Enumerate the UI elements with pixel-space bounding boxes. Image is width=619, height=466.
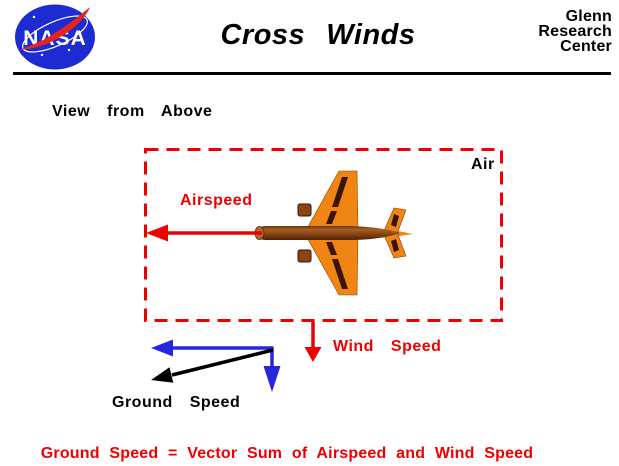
nose-cone	[254, 226, 265, 240]
org-name: Glenn Research Center	[538, 8, 612, 55]
airplane-top-view	[254, 170, 413, 296]
ground-speed-label: Ground Speed	[112, 394, 241, 411]
nasa-logo-icon: NASA	[15, 4, 95, 70]
org-line-3: Center	[560, 38, 612, 55]
wind-speed-arrow	[304, 322, 322, 362]
engine-top	[297, 203, 312, 217]
fuselage	[257, 226, 400, 240]
header-rule	[13, 72, 611, 75]
air-frame-box	[144, 148, 503, 322]
airspeed-component-arrow	[151, 339, 273, 357]
wing-top	[304, 170, 359, 233]
airspeed-label: Airspeed	[180, 192, 253, 209]
stabilizer-top	[382, 207, 407, 235]
ground-speed-resultant-arrow	[151, 348, 274, 383]
page-title: Cross Winds	[220, 19, 416, 51]
stabilizer-bottom	[382, 231, 407, 259]
view-from-above-label: View from Above	[52, 103, 213, 120]
air-label: Air	[471, 156, 495, 173]
vector-sum-equation: Ground Speed = Vector Sum of Airspeed an…	[40, 445, 534, 462]
org-line-1: Glenn	[565, 8, 612, 25]
wind-component-arrow	[263, 346, 281, 392]
engine-bottom	[297, 249, 312, 263]
airspeed-arrow	[146, 224, 262, 242]
org-line-2: Research	[538, 23, 612, 40]
wind-speed-label: Wind Speed	[333, 338, 442, 355]
wing-bottom	[304, 233, 359, 296]
